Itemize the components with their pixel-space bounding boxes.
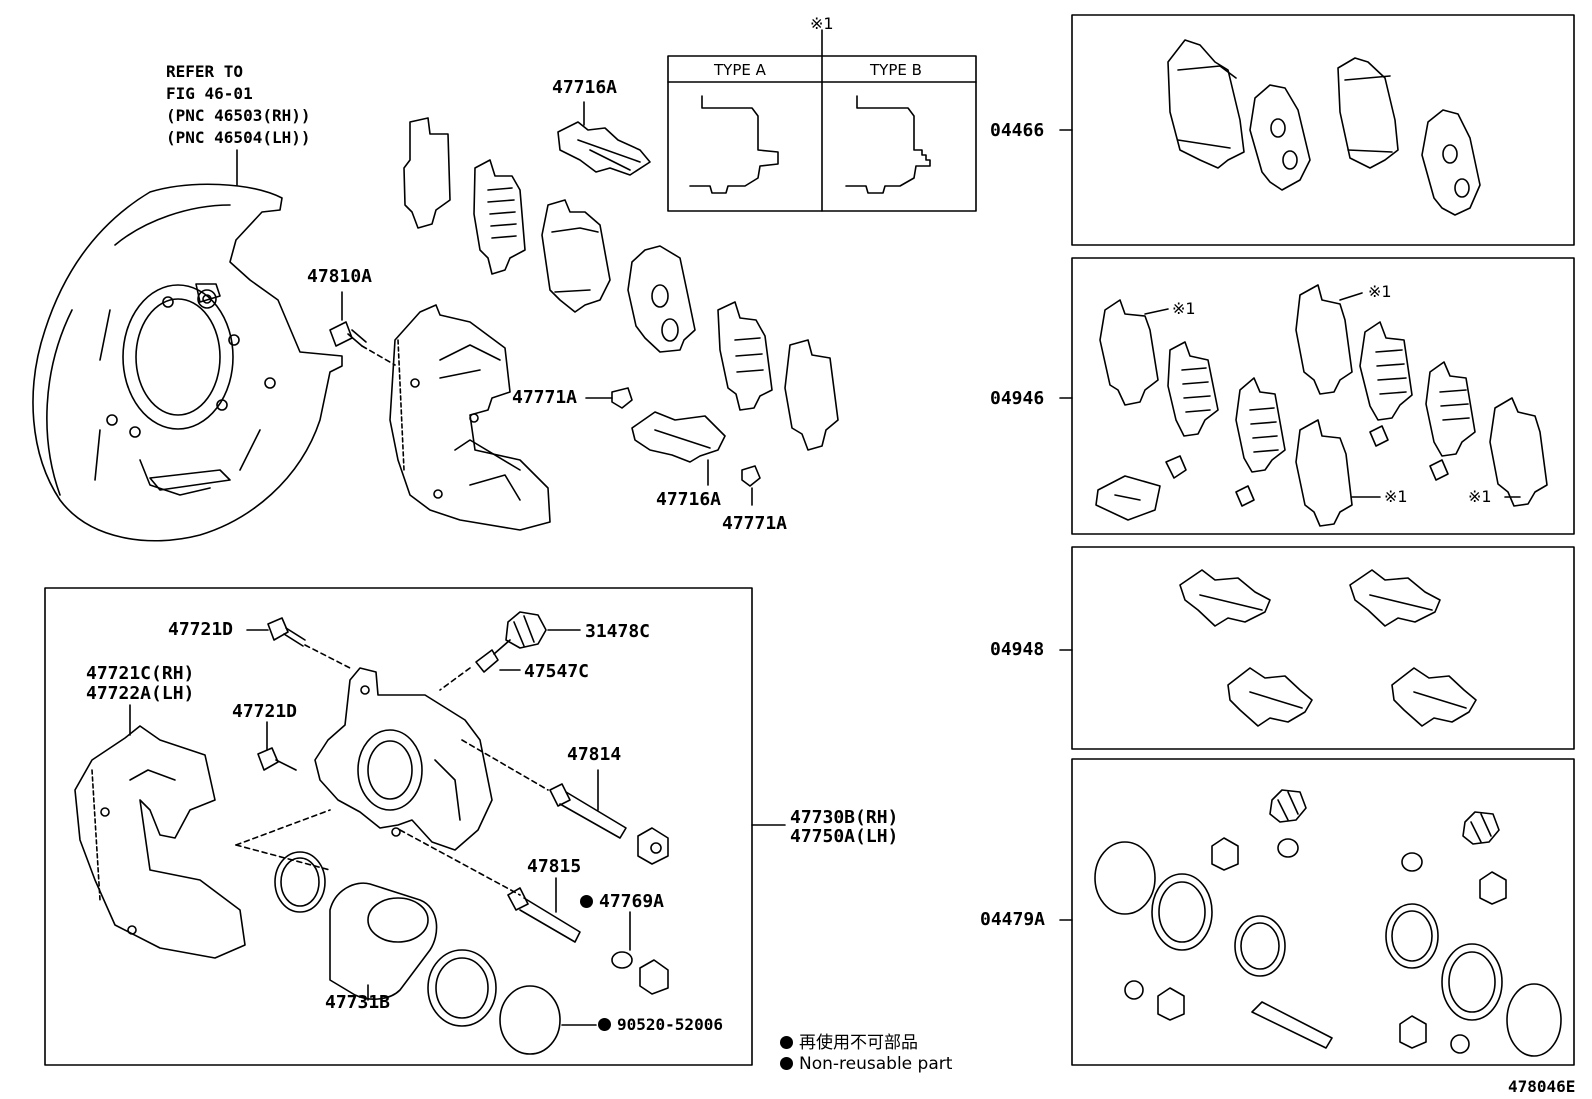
dust-shield bbox=[32, 149, 343, 542]
kit-label-04479A: 04479A bbox=[980, 909, 1046, 930]
clip-47716A-top bbox=[557, 121, 651, 176]
label-47771A-left: 47771A bbox=[512, 387, 578, 408]
legend-dot bbox=[780, 1057, 793, 1070]
kit-annotation-2: ※1 bbox=[1368, 282, 1392, 301]
kit-04946-shims bbox=[1059, 284, 1548, 527]
caliper-assembly-frame bbox=[44, 587, 753, 1066]
kit-annotation-4: ※1 bbox=[1468, 487, 1492, 506]
non-reusable-dot bbox=[580, 895, 593, 908]
kit-label-04946: 04946 bbox=[990, 388, 1045, 409]
label-47716A-bottom: 47716A bbox=[656, 489, 722, 510]
type-a-header: TYPE A bbox=[714, 61, 766, 79]
upper-pads bbox=[403, 101, 839, 506]
label-47815: 47815 bbox=[527, 856, 582, 877]
kit-04479A-frame bbox=[1071, 758, 1575, 1066]
piston-47731B bbox=[329, 882, 438, 1000]
label-31478C: 31478C bbox=[585, 621, 651, 642]
label-47730B-rh: 47730B(RH) bbox=[790, 807, 899, 828]
reference-line-1: REFER TO bbox=[166, 62, 244, 81]
kit-label-04948: 04948 bbox=[990, 639, 1045, 660]
non-reusable-dot bbox=[598, 1018, 611, 1031]
reference-text: REFER TO FIG 46-01 (PNC 46503(RH)) (PNC … bbox=[166, 61, 311, 149]
reference-line-4: (PNC 46504(LH)) bbox=[166, 128, 311, 147]
label-47750A-lh: 47750A(LH) bbox=[790, 826, 899, 847]
label-47721D-top: 47721D bbox=[168, 619, 234, 640]
clip-47771A-bottom bbox=[741, 465, 761, 487]
kit-04466-frame bbox=[1071, 14, 1575, 246]
type-table bbox=[667, 29, 977, 212]
label-47769A: 47769A bbox=[580, 892, 664, 912]
hub-opening bbox=[135, 298, 221, 416]
reference-line-3: (PNC 46503(RH)) bbox=[166, 106, 311, 125]
label-47721D-mid: 47721D bbox=[232, 701, 298, 722]
type-b-header: TYPE B bbox=[870, 61, 922, 79]
legend-japanese-text: 再使用不可部品 bbox=[799, 1033, 918, 1053]
label-90520-52006: 90520-52006 bbox=[598, 1014, 723, 1036]
reference-line-2: FIG 46-01 bbox=[166, 84, 253, 103]
kit-04946-frame bbox=[1071, 257, 1575, 535]
type-a-clip-outline bbox=[689, 95, 779, 194]
label-47547C: 47547C bbox=[524, 661, 590, 682]
legend-japanese: 再使用不可部品 bbox=[780, 1028, 918, 1053]
label-47771A-bottom: 47771A bbox=[722, 513, 788, 534]
caliper-mounting-bracket bbox=[389, 304, 551, 531]
kit-04948-frame bbox=[1071, 546, 1575, 750]
type-table-marker: ※1 bbox=[810, 14, 834, 33]
kit-annotation-3: ※1 bbox=[1384, 487, 1408, 506]
bolt-47810A bbox=[329, 291, 396, 366]
label-47769A-text: 47769A bbox=[599, 891, 665, 912]
legend-english: Non-reusable part bbox=[780, 1054, 952, 1074]
label-47716A-top: 47716A bbox=[552, 77, 618, 98]
clip-47771A-left bbox=[611, 387, 633, 409]
label-47731B: 47731B bbox=[325, 992, 391, 1013]
clip-47716A-bottom bbox=[631, 411, 726, 463]
label-47721C-rh: 47721C(RH) bbox=[86, 663, 195, 684]
piston-seal bbox=[274, 851, 326, 913]
legend-dot bbox=[780, 1036, 793, 1049]
label-47814: 47814 bbox=[567, 744, 622, 765]
figure-code: 478046E bbox=[1508, 1077, 1576, 1096]
caliper-assembly bbox=[74, 611, 786, 1055]
legend-english-text: Non-reusable part bbox=[799, 1054, 953, 1074]
kit-label-04466: 04466 bbox=[990, 120, 1045, 141]
type-b-clip-outline bbox=[845, 95, 931, 194]
label-47810A: 47810A bbox=[307, 266, 373, 287]
kit-04948-clips bbox=[1059, 569, 1477, 727]
kit-04479A-seals bbox=[1059, 789, 1562, 1057]
label-90520-text: 90520-52006 bbox=[617, 1015, 723, 1034]
kit-annotation-1: ※1 bbox=[1172, 299, 1196, 318]
label-47722A-lh: 47722A(LH) bbox=[86, 683, 195, 704]
kit-04466-pads bbox=[1059, 39, 1481, 216]
